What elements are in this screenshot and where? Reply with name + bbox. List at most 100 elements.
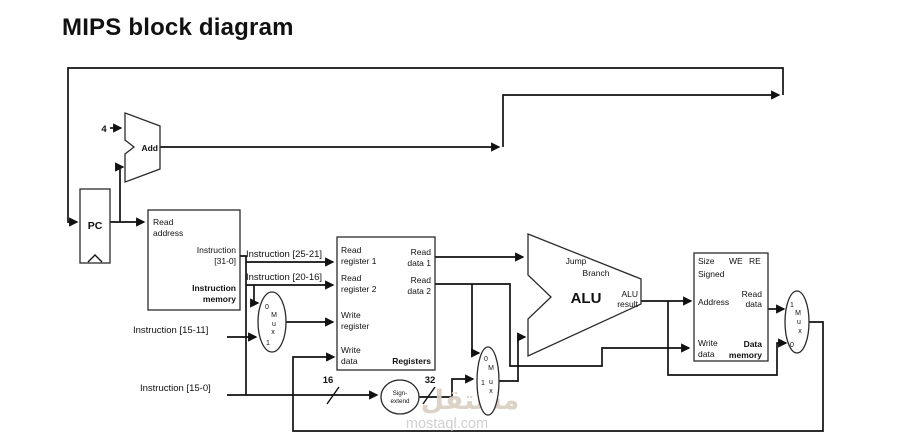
regdst-mux-x: x — [271, 329, 275, 336]
wire-read-data2-to-write-data — [435, 283, 691, 367]
pc-label: PC — [88, 220, 103, 232]
port-size: Size — [698, 256, 715, 266]
alu-result-label: ALU — [621, 289, 638, 299]
regdst-mux: 0 M u x 1 — [257, 291, 287, 353]
wire-instruction-bus — [240, 255, 247, 395]
wire-adder-to-loop — [502, 90, 781, 147]
watermark-domain: mostaql.com — [406, 416, 488, 432]
alu-shape — [527, 233, 642, 358]
port-write-data: Write — [341, 345, 361, 355]
regdst-mux-1: 1 — [266, 340, 270, 347]
bus-label-instr-20-16: Instruction [20-16] — [246, 272, 322, 283]
port-we: WE — [729, 256, 743, 266]
bus-label-instr-25-21: Instruction [25-21] — [246, 249, 322, 260]
port-re: RE — [749, 256, 761, 266]
wire-alusrc-mux-to-alu — [499, 332, 527, 382]
adder-block: Add 4 — [101, 112, 161, 183]
port-read-data1-2: data 1 — [407, 258, 431, 268]
alu-block: Jump Branch ALU ALU result — [527, 233, 642, 358]
bus-label-instr-15-11: Instruction [15-11] — [133, 325, 208, 336]
port-read-address: Read — [153, 217, 174, 227]
adder-operand-4: 4 — [101, 124, 107, 135]
data-memory-box — [693, 252, 769, 362]
adder-label: Add — [141, 143, 158, 153]
wire-next-pc-feedback — [67, 67, 784, 227]
port-read-data-2: data — [745, 299, 762, 309]
regdst-mux-shape — [257, 291, 287, 353]
wires — [67, 67, 824, 432]
pc-register: PC — [79, 188, 111, 264]
port-read-data: Read — [742, 289, 763, 299]
wire-pc-to-adder — [115, 162, 125, 222]
bus-width-32: 32 — [425, 375, 436, 386]
port-read-register2-2: register 2 — [341, 284, 377, 294]
alusrc-mux-x: x — [489, 388, 493, 395]
instruction-memory-name-2: memory — [203, 294, 236, 304]
alusrc-mux: 0 M 1 u x — [476, 346, 500, 416]
registers-box — [336, 236, 436, 371]
clock-edge-icon — [87, 254, 103, 263]
wire-instr-20-16-to-regdst-mux — [250, 285, 260, 308]
alu-jump-label: Jump — [566, 256, 587, 266]
port-read-register2: Read — [341, 273, 362, 283]
regdst-mux-0: 0 — [265, 304, 269, 311]
port-instruction-out: Instruction — [197, 245, 236, 255]
sign-extend-label-2: extend — [391, 398, 410, 405]
port-read-address-2: address — [153, 228, 183, 238]
wire-writeback-to-registers — [292, 321, 824, 432]
writeback-mux-1: 1 — [790, 302, 794, 309]
adder-shape — [124, 112, 161, 183]
alusrc-mux-m: M — [488, 365, 494, 372]
port-address: Address — [698, 297, 729, 307]
registers-block: Read register 1 Read register 2 Write re… — [336, 236, 436, 371]
bus-width-16: 16 — [323, 375, 334, 386]
watermark-logo: مستقل — [421, 385, 520, 416]
alu-branch-label: Branch — [583, 268, 610, 278]
port-write-register-2: register — [341, 321, 370, 331]
wire-alu-result-to-writeback-mux — [667, 301, 788, 376]
port-read-data2-2: data 2 — [407, 286, 431, 296]
alu-name: ALU — [571, 290, 602, 307]
alusrc-mux-u: u — [489, 379, 493, 386]
wire-read-data2-to-alusrc-mux — [471, 284, 481, 358]
bus-label-instr-15-0: Instruction [15-0] — [140, 383, 211, 394]
instruction-memory-box — [147, 209, 241, 311]
writeback-mux-x: x — [798, 328, 802, 335]
pc-box — [79, 188, 111, 264]
port-write-data-mem-2: data — [698, 349, 715, 359]
port-read-register1-2: register 1 — [341, 256, 377, 266]
port-read-data2: Read — [411, 275, 432, 285]
watermark: مستقل mostaql.com — [406, 385, 519, 432]
port-write-register: Write — [341, 310, 361, 320]
writeback-mux-shape — [784, 290, 810, 354]
bus-labels: Instruction [25-21] Instruction [20-16] … — [133, 249, 435, 394]
writeback-mux-u: u — [797, 319, 801, 326]
sign-extend-block: Sign- extend — [380, 379, 420, 415]
sign-extend-label: Sign- — [393, 390, 408, 397]
page-title: MIPS block diagram — [62, 14, 294, 41]
instruction-memory-block: Read address Instruction [31-0] Instruct… — [147, 209, 241, 311]
registers-name: Registers — [392, 356, 431, 366]
bus-width-slash-16 — [326, 386, 340, 405]
writeback-mux: 1 M u x 0 — [784, 290, 810, 354]
port-read-register1: Read — [341, 245, 362, 255]
alusrc-mux-0: 0 — [484, 356, 488, 363]
regdst-mux-u: u — [272, 321, 276, 328]
port-read-data1: Read — [411, 247, 432, 257]
data-memory-block: Size WE RE Signed Address Read data Writ… — [693, 252, 769, 362]
writeback-mux-m: M — [795, 310, 801, 317]
alusrc-mux-shape — [476, 346, 500, 416]
wire-sign-extend-to-alusrc-mux — [419, 374, 475, 398]
port-signed: Signed — [698, 269, 725, 279]
port-write-data-2: data — [341, 356, 358, 366]
port-instruction-out-2: [31-0] — [214, 256, 236, 266]
bus-width-slash-32 — [422, 386, 436, 405]
alusrc-mux-1: 1 — [481, 380, 485, 387]
port-write-data-mem: Write — [698, 338, 718, 348]
sign-extend-shape — [380, 379, 420, 415]
data-memory-name: Data — [744, 339, 763, 349]
regdst-mux-m: M — [271, 312, 277, 319]
instruction-memory-name: Instruction — [192, 283, 236, 293]
